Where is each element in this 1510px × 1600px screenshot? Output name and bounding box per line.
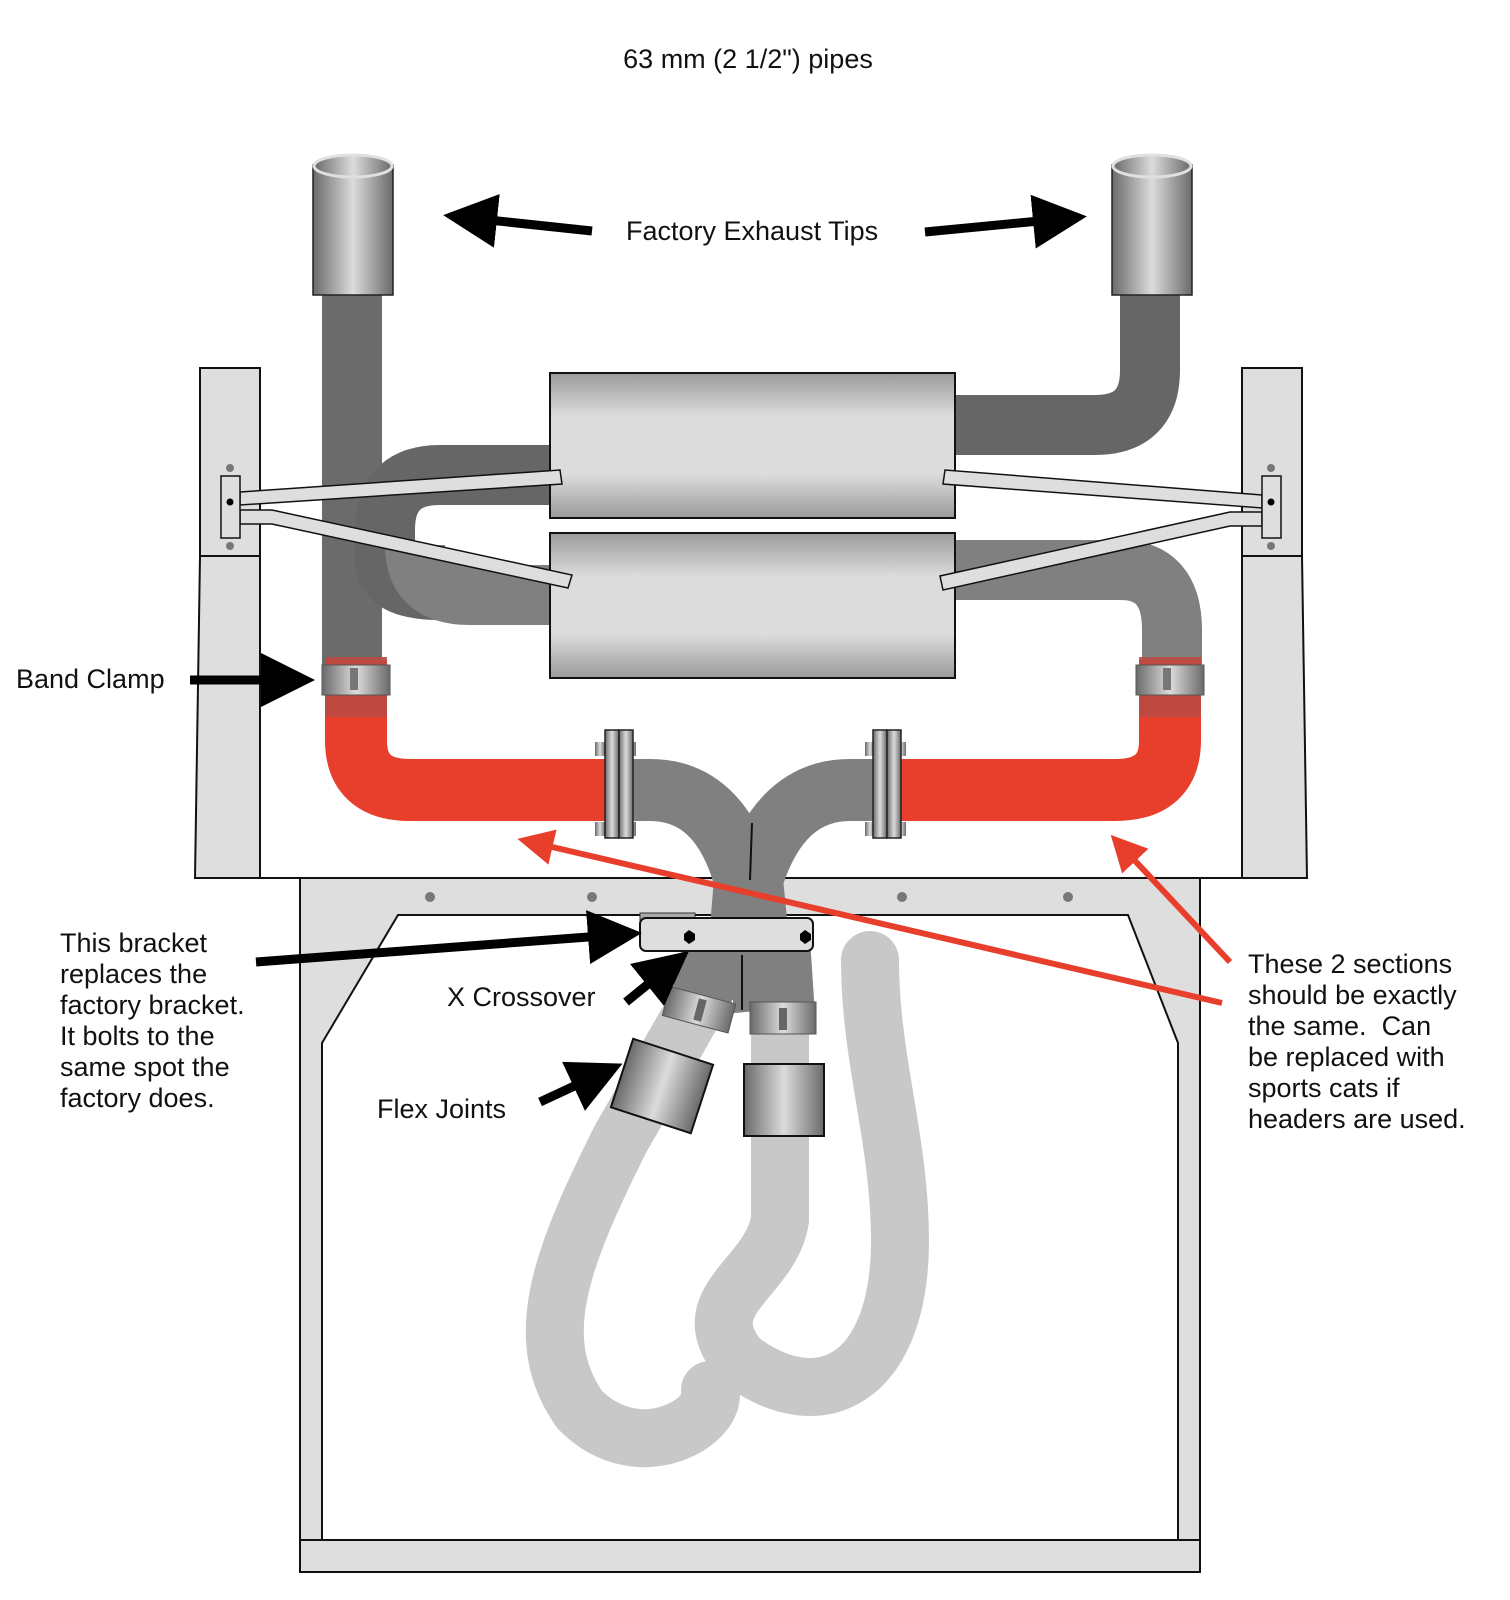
arrow-red-left-section	[517, 829, 1223, 1006]
sections-note-line: should be exactly	[1248, 980, 1457, 1010]
arrow-tip-left	[443, 194, 593, 248]
label-bracket-note: This bracket replaces the factory bracke…	[60, 928, 252, 1113]
hanger-left	[220, 464, 573, 589]
replacement-bracket	[639, 912, 814, 952]
flange-right	[865, 729, 906, 839]
arrow-tip-right	[924, 194, 1087, 249]
exhaust-tip-right	[1111, 153, 1193, 296]
bracket-note-line: replaces the	[60, 959, 207, 989]
arrow-red-right-section	[1110, 834, 1233, 965]
muffler-upper	[549, 372, 956, 519]
sections-note-line: sports cats if	[1248, 1073, 1400, 1103]
arrow-flex-joints	[538, 1061, 623, 1111]
frame-rail-left	[193, 367, 261, 879]
sections-note-line: the same. Can	[1248, 1011, 1431, 1041]
label-flex-joints: Flex Joints	[377, 1094, 506, 1124]
bracket-note-line: factory bracket.	[60, 990, 245, 1020]
sections-note-line: be replaced with	[1248, 1042, 1445, 1072]
band-clamp-left	[321, 664, 391, 696]
label-sections-note: These 2 sections should be exactly the s…	[1248, 949, 1466, 1134]
label-band-clamp: Band Clamp	[16, 664, 165, 694]
bracket-note-line: It bolts to the	[60, 1021, 215, 1051]
band-clamp-right	[1135, 664, 1205, 696]
bracket-note-line: factory does.	[60, 1083, 215, 1113]
exhaust-tip-left	[312, 153, 394, 296]
flex-joint-right	[743, 1063, 825, 1137]
bracket-note-line: same spot the	[60, 1052, 230, 1082]
crossmember-frame	[299, 877, 1201, 1573]
sections-note-line: headers are used.	[1248, 1104, 1466, 1134]
frame-rail-right	[1241, 367, 1309, 879]
flange-left	[595, 729, 636, 839]
arrow-x-crossover	[623, 951, 689, 1006]
hanger-right	[939, 464, 1282, 591]
label-x-crossover: X Crossover	[447, 982, 596, 1012]
label-exhaust-tips: Factory Exhaust Tips	[626, 216, 878, 246]
x-crossover-seam	[749, 822, 753, 881]
mid-section-left	[325, 660, 606, 821]
arrow-bracket	[255, 910, 642, 967]
downpipes	[525, 931, 930, 1468]
sections-note-line: These 2 sections	[1248, 949, 1452, 979]
mid-section-right	[895, 660, 1201, 821]
muffler-lower	[549, 532, 956, 679]
x-crossover-pipes	[625, 759, 875, 1014]
diagram-title: 63 mm (2 1/2") pipes	[623, 44, 873, 74]
bracket-note-line: This bracket	[60, 928, 208, 958]
leg-clamp-right	[749, 1001, 817, 1035]
